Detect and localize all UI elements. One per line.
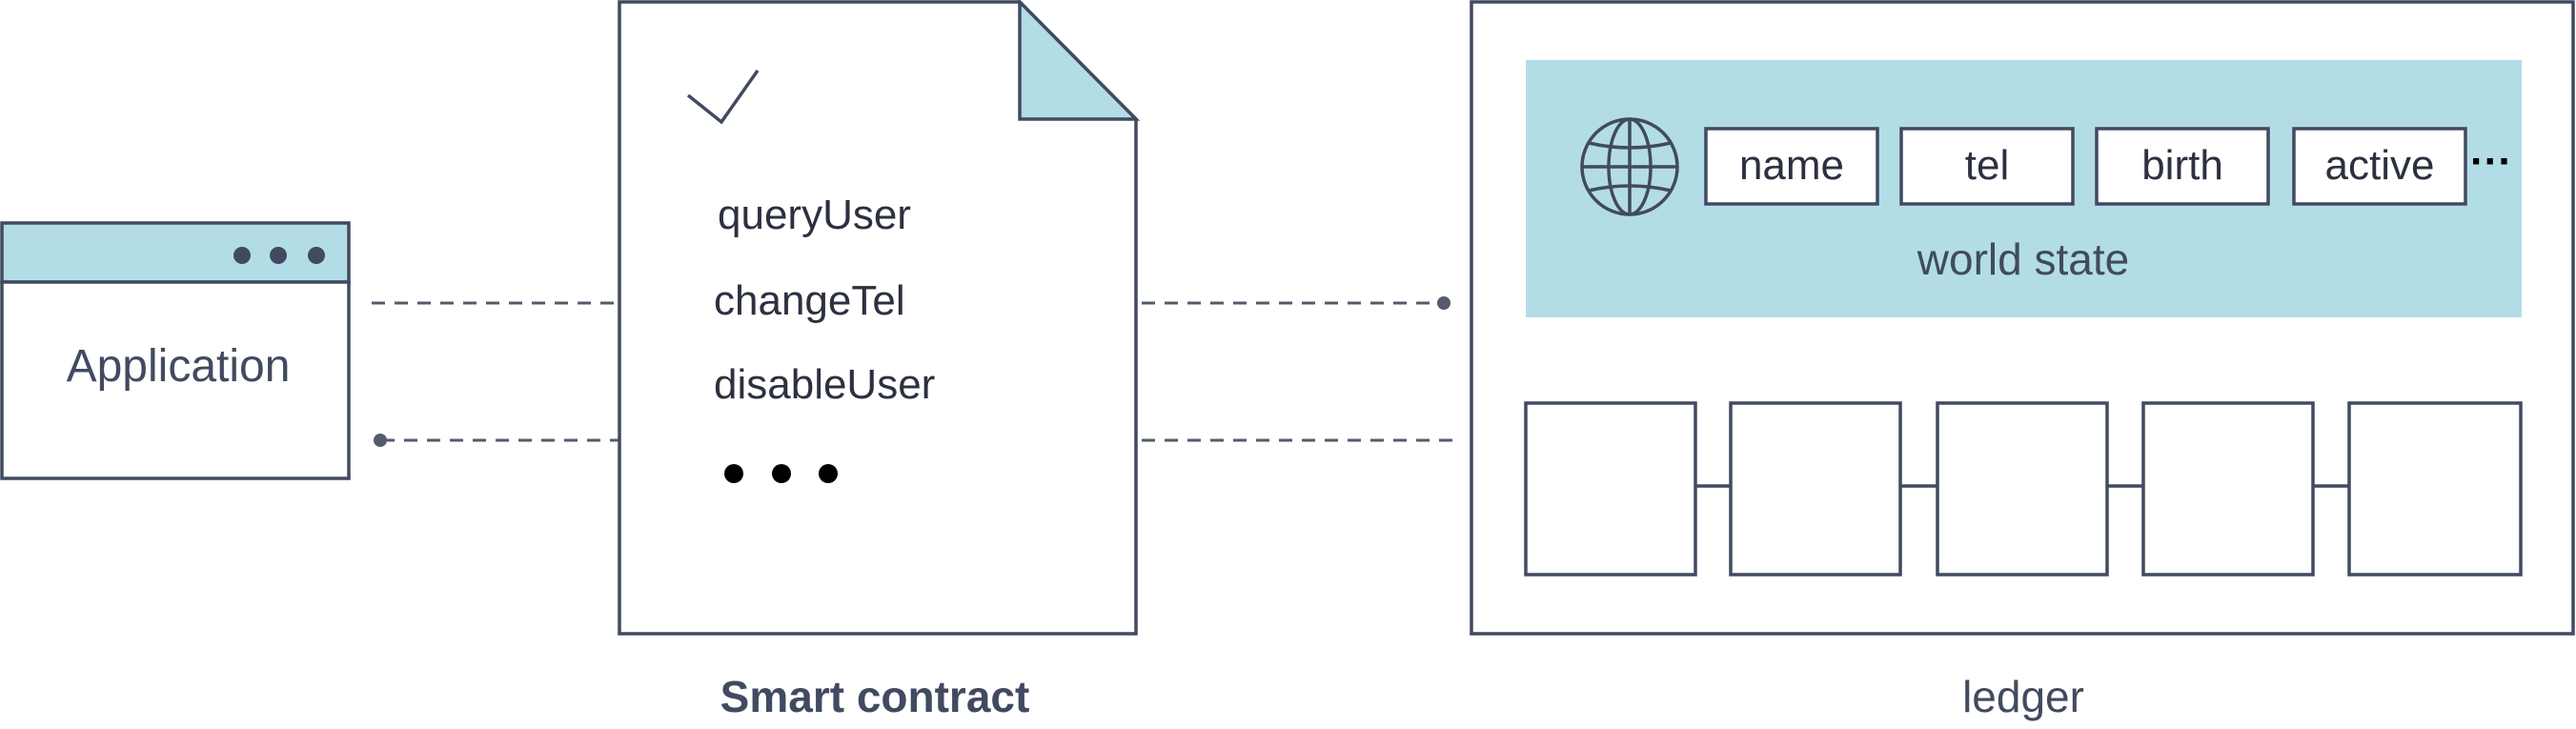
application-body [0,280,351,480]
window-dot-icon [308,247,325,264]
blockchain [1524,401,2523,577]
field-birth-box [2095,127,2270,206]
window-dot-icon [270,247,287,264]
field-birth: birth [2141,142,2223,189]
field-active-box [2292,127,2467,206]
document-fold [1018,0,1141,121]
block [2141,401,2315,577]
contract-function-change-tel: changeTel [714,277,905,324]
world-state-label: world state [1917,234,2129,284]
field-tel-box [1899,127,2075,206]
more-dot-icon [819,464,838,483]
field-name-box [1704,127,1879,206]
ledger-frame: name tel birth active ··· world state [1470,0,2575,636]
field-active: active [2325,142,2435,189]
block [1936,401,2109,577]
connector-endpoint-dot [374,434,387,447]
smart-contract-document: queryUser changeTel disableUser [618,0,1141,636]
window-dot-icon [233,247,251,264]
contract-function-query-user: queryUser [718,192,911,238]
connector-endpoint-dot [1437,296,1450,310]
contract-function-disable-user: disableUser [714,361,935,408]
block [1729,401,1902,577]
globe-icon [1580,117,1679,216]
fields-more: ··· [2470,138,2512,185]
more-dot-icon [772,464,791,483]
block [2347,401,2523,577]
field-tel: tel [1965,142,2009,189]
more-dot-icon [724,464,743,483]
block [1524,401,1697,577]
field-name: name [1739,142,1844,189]
checkmark-icon [686,69,760,125]
document-outline [618,0,1138,636]
application-label: Application [67,341,291,392]
ledger-caption: ledger [1962,672,2084,721]
application-window: Application [0,221,351,480]
smart-contract-caption: Smart contract [720,672,1030,721]
application-title-bar [0,221,351,284]
